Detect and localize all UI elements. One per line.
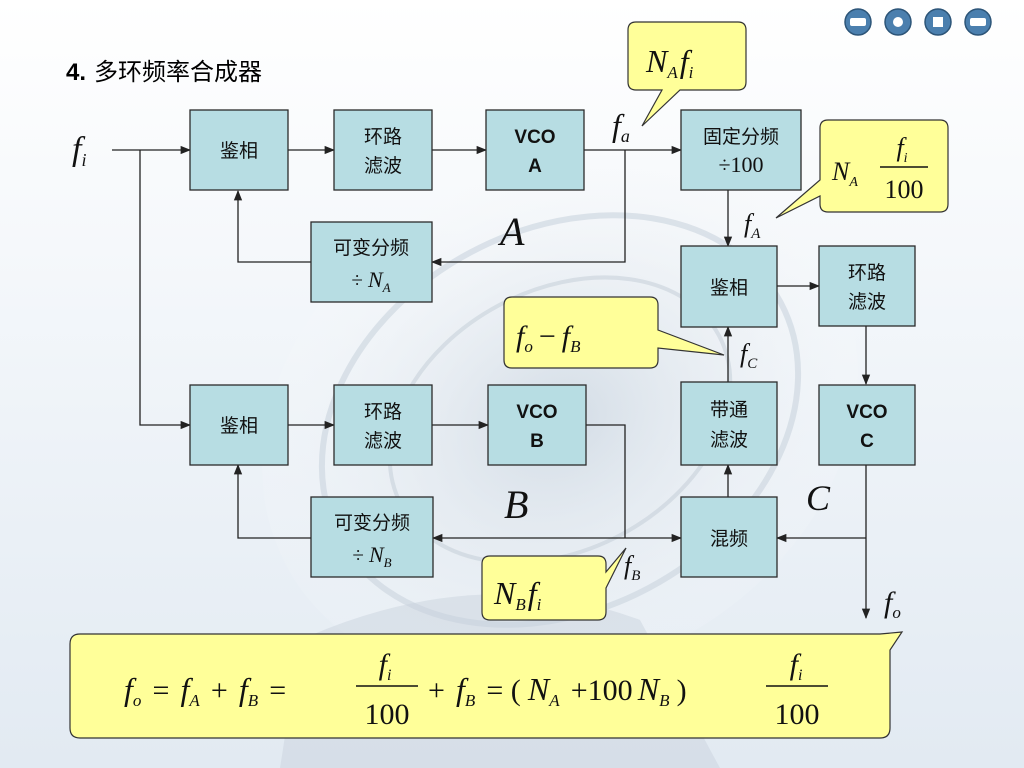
mixer: 混频 — [680, 496, 778, 578]
callout-nb-fi: NBfi — [481, 547, 627, 621]
vco-c: VCO C — [818, 384, 916, 466]
signal-fa: fa — [612, 107, 630, 146]
svg-text:固定分频: 固定分频 — [703, 126, 779, 148]
svg-text:鉴相: 鉴相 — [710, 277, 748, 299]
svg-text:带通: 带通 — [710, 399, 748, 421]
loop-label-c: C — [806, 478, 831, 518]
signal-fB: fB — [624, 551, 640, 584]
svg-text:鉴相: 鉴相 — [220, 415, 258, 437]
formula-frac1-den: 100 — [365, 698, 410, 731]
svg-text:滤波: 滤波 — [710, 429, 748, 451]
svg-text:NA: NA — [831, 157, 858, 190]
svg-text:可变分频: 可变分频 — [333, 237, 409, 259]
formula-frac2-den: 100 — [775, 698, 820, 731]
formula-mid: + fB = ( NA +100 NB ) — [428, 671, 687, 710]
svg-text:NAfi: NAfi — [645, 43, 694, 82]
svg-text:100: 100 — [885, 175, 924, 204]
phase-detector-c: 鉴相 — [680, 245, 778, 328]
svg-text:环路: 环路 — [364, 401, 402, 423]
vco-a: VCO A — [485, 109, 585, 191]
signal-fC: fC — [740, 339, 758, 372]
callout-na-fi-over-100: NA fi 100 — [775, 119, 949, 219]
bandpass-filter: 带通 滤波 — [680, 381, 778, 466]
vco-b: VCO B — [487, 384, 587, 466]
loop-filter-b: 环路 滤波 — [333, 384, 433, 466]
signal-fi: fi — [72, 131, 86, 170]
page-title: 4.多环频率合成器 — [66, 58, 262, 86]
nav-next-icon[interactable] — [924, 8, 952, 36]
callout-na-fi: NAfi — [627, 21, 747, 127]
signal-lines — [112, 145, 871, 620]
svg-text:混频: 混频 — [710, 528, 748, 550]
svg-text:可变分频: 可变分频 — [334, 512, 410, 534]
svg-text:VCO: VCO — [514, 127, 555, 148]
svg-text:滤波: 滤波 — [364, 155, 402, 177]
svg-text:滤波: 滤波 — [364, 430, 402, 452]
callout-fo-minus-fb: fo−fB — [503, 296, 725, 369]
svg-text:fi: fi — [896, 133, 907, 166]
fixed-divider: 固定分频 ÷100 — [680, 109, 802, 191]
svg-text:÷ NB: ÷ NB — [352, 542, 391, 570]
nav-first-icon[interactable] — [844, 8, 872, 36]
phase-detector-a: 鉴相 — [189, 109, 289, 191]
signal-fo: fo — [884, 586, 901, 622]
formula-callout: fo = fA + fB = fi 100 + fB = ( NA +100 N… — [69, 631, 904, 739]
svg-text:A: A — [528, 156, 542, 177]
phase-detector-b: 鉴相 — [189, 384, 289, 466]
svg-text:鉴相: 鉴相 — [220, 140, 258, 162]
svg-text:环路: 环路 — [364, 126, 402, 148]
nav-prev-icon[interactable] — [884, 8, 912, 36]
nav-last-icon[interactable] — [964, 8, 992, 36]
svg-text:VCO: VCO — [846, 402, 887, 423]
variable-divider-b: 可变分频 ÷ NB — [310, 496, 434, 578]
signal-fA: fA — [744, 209, 761, 242]
loop-label-b: B — [504, 482, 528, 527]
svg-text:÷100: ÷100 — [718, 152, 763, 177]
loop-filter-c: 环路 滤波 — [818, 245, 916, 327]
variable-divider-a: 可变分频 ÷ NA — [310, 221, 433, 303]
loop-label-a: A — [497, 209, 525, 254]
svg-text:VCO: VCO — [516, 402, 557, 423]
svg-text:C: C — [860, 431, 874, 452]
loop-filter-a: 环路 滤波 — [333, 109, 433, 191]
svg-text:B: B — [530, 431, 544, 452]
svg-text:÷ NA: ÷ NA — [351, 267, 390, 295]
svg-text:滤波: 滤波 — [848, 291, 886, 313]
svg-text:环路: 环路 — [848, 262, 886, 284]
